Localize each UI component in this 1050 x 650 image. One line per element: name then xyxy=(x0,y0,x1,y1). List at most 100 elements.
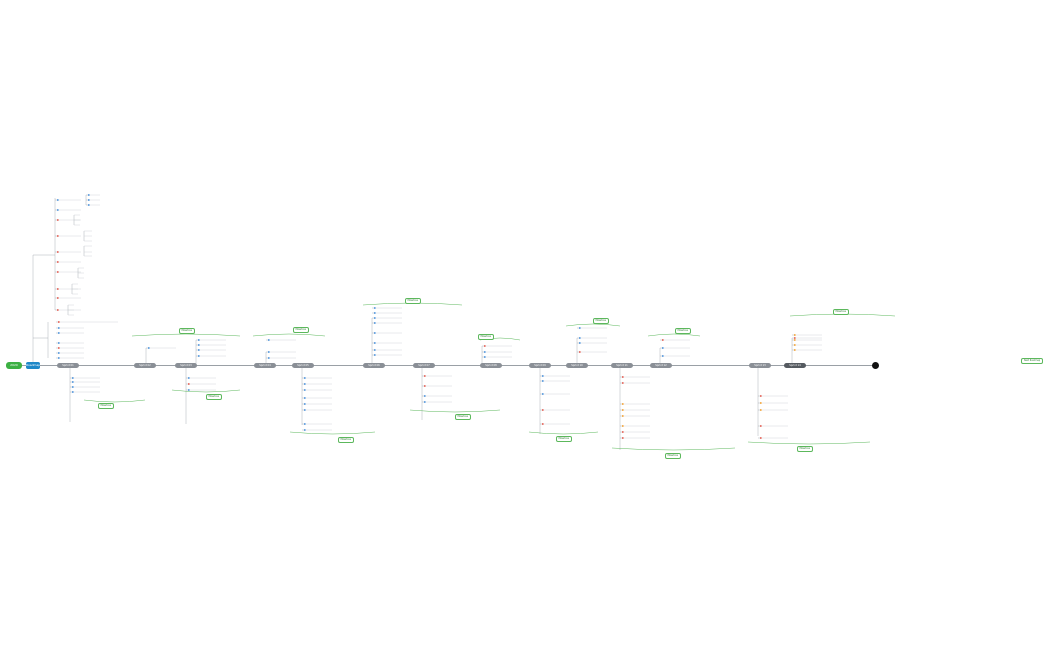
stage-node-6[interactable]: Sprint 06 xyxy=(363,363,385,368)
milestone-tag-1[interactable]: Milestone xyxy=(179,328,195,334)
bullet-icon xyxy=(188,377,190,379)
stage-node-14[interactable]: Sprint 14 xyxy=(784,363,806,368)
stage-node-8[interactable]: Sprint 08 xyxy=(480,363,502,368)
stage-node-1[interactable]: Sprint 01 xyxy=(57,363,79,368)
bullet-icon xyxy=(268,339,270,341)
bullet-icon xyxy=(622,437,624,439)
start-node[interactable]: Roadmap xyxy=(26,362,41,369)
bullet-icon xyxy=(304,389,306,391)
bullet-icon xyxy=(58,327,60,329)
bullet-icon xyxy=(424,385,426,387)
bullet-icon xyxy=(622,415,624,417)
milestone-tag-2[interactable]: Milestone xyxy=(206,394,222,400)
bullet-icon xyxy=(58,347,60,349)
bullet-icon xyxy=(304,429,306,431)
bullet-icon xyxy=(188,383,190,385)
bullet-icon xyxy=(57,288,59,290)
bullet-icon xyxy=(542,375,544,377)
bullet-icon xyxy=(622,425,624,427)
bullet-icon xyxy=(794,334,796,336)
bullet-icon xyxy=(760,402,762,404)
milestone-tag-3[interactable]: Milestone xyxy=(293,327,309,333)
milestone-bracket xyxy=(647,333,701,337)
bullet-icon xyxy=(268,357,270,359)
bullet-icon xyxy=(72,386,74,388)
bullet-icon xyxy=(72,377,74,379)
timeline-end-node[interactable] xyxy=(872,362,879,369)
stage-node-3[interactable]: Sprint 03 xyxy=(175,363,197,368)
milestone-tag-9[interactable]: Milestone xyxy=(98,403,114,409)
milestone-tag-14[interactable]: Milestone xyxy=(797,446,813,452)
bullet-icon xyxy=(622,382,624,384)
bullet-icon xyxy=(374,322,376,324)
bullet-icon xyxy=(72,381,74,383)
stage-node-4[interactable]: Sprint 04 xyxy=(254,363,276,368)
stage-node-5[interactable]: Sprint 05 xyxy=(292,363,314,368)
stage-node-2[interactable]: Sprint 02 xyxy=(134,363,156,368)
bullet-icon xyxy=(579,327,581,329)
milestone-tag-7[interactable]: Milestone xyxy=(675,328,691,334)
bullet-icon xyxy=(198,355,200,357)
milestone-tag-12[interactable]: Milestone xyxy=(556,436,572,442)
bullet-icon xyxy=(304,383,306,385)
milestone-tag-10[interactable]: Milestone xyxy=(338,437,354,443)
bullet-icon xyxy=(542,393,544,395)
bullet-icon xyxy=(579,351,581,353)
bullet-icon xyxy=(374,312,376,314)
bullet-icon xyxy=(542,409,544,411)
bullet-icon xyxy=(58,321,60,323)
bullet-icon xyxy=(268,351,270,353)
milestone-bracket xyxy=(252,333,326,337)
milestone-tag-5[interactable]: Milestone xyxy=(478,334,494,340)
bullet-icon xyxy=(58,352,60,354)
stage-node-11[interactable]: Sprint 11 xyxy=(611,363,633,368)
stage-node-13[interactable]: Sprint 13 xyxy=(749,363,771,368)
bullet-icon xyxy=(374,342,376,344)
bullet-icon xyxy=(622,431,624,433)
milestone-bracket xyxy=(747,441,871,445)
bullet-icon xyxy=(304,423,306,425)
bullet-icon xyxy=(57,271,59,273)
timeline-spine xyxy=(18,365,876,366)
bullet-icon xyxy=(57,309,59,311)
bullet-icon xyxy=(579,342,581,344)
bullet-icon xyxy=(72,391,74,393)
bullet-icon xyxy=(794,339,796,341)
bullet-icon xyxy=(662,355,664,357)
milestone-bracket xyxy=(131,333,241,337)
milestone-bracket xyxy=(171,389,241,393)
bullet-icon xyxy=(88,199,90,201)
bullet-icon xyxy=(484,351,486,353)
stage-node-10[interactable]: Sprint 10 xyxy=(566,363,588,368)
milestone-tag-11[interactable]: Milestone xyxy=(455,414,471,420)
stage-node-12[interactable]: Sprint 12 xyxy=(650,363,672,368)
bullet-icon xyxy=(57,297,59,299)
bullet-icon xyxy=(304,403,306,405)
bullet-icon xyxy=(88,194,90,196)
milestone-tag-6[interactable]: Milestone xyxy=(593,318,609,324)
milestone-bracket xyxy=(528,431,599,435)
bullet-icon xyxy=(794,337,796,339)
milestone-tag-13[interactable]: Milestone xyxy=(665,453,681,459)
bullet-icon xyxy=(148,347,150,349)
bullet-icon xyxy=(374,317,376,319)
bullet-icon xyxy=(424,375,426,377)
milestone-bracket xyxy=(611,447,736,451)
milestone-bracket xyxy=(83,399,146,403)
next-roadmap-tag[interactable]: Next Roadmap xyxy=(1021,358,1044,364)
bullet-icon xyxy=(57,261,59,263)
root-node[interactable]: 2020 xyxy=(6,362,22,369)
milestone-tag-8[interactable]: Milestone xyxy=(833,309,849,315)
bullet-icon xyxy=(88,204,90,206)
milestone-bracket xyxy=(409,409,501,413)
bullet-icon xyxy=(304,409,306,411)
bullet-icon xyxy=(374,354,376,356)
bullet-icon xyxy=(794,349,796,351)
stage-node-9[interactable]: Sprint 09 xyxy=(529,363,551,368)
bullet-icon xyxy=(304,377,306,379)
stage-node-7[interactable]: Sprint 07 xyxy=(413,363,435,368)
milestone-tag-4[interactable]: Milestone xyxy=(405,298,421,304)
bullet-icon xyxy=(304,397,306,399)
bullet-icon xyxy=(57,209,59,211)
